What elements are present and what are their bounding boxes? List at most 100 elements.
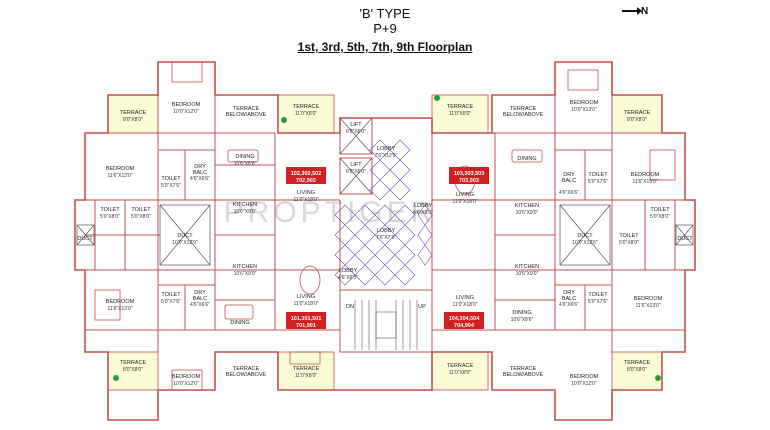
bl-dining-table (224, 304, 254, 320)
br-drybalc-dim: 4'6"X6'6" (559, 302, 579, 308)
lobby-top-dim: 7'6"X12'6" (375, 153, 398, 159)
north-arrow-icon (622, 7, 642, 16)
tr-living-label: LIVING (456, 192, 474, 198)
br-unit-tag (444, 312, 484, 329)
tr-terrace-dim: 11'0"X8'0" (449, 111, 472, 117)
lobby-floor-pattern (334, 139, 433, 286)
lobby-right-dim: 4'6"X9'3" (413, 210, 433, 216)
tl-living-label: LIVING (297, 190, 315, 196)
bl-drybalc-dim: 4'6"X6'6" (190, 302, 210, 308)
lift-2-label: LIFT (350, 162, 362, 168)
tr-kitchen-label: KITCHEN (515, 203, 539, 209)
tr-kitchen-dim: 10'6"X9'0" (516, 210, 539, 216)
bl-toilet-dim: 5'0"X7'6" (161, 299, 181, 305)
tr-drybalc-dim: 4'6"X6'6" (559, 190, 579, 196)
lobby-right-label: LOBBY (414, 203, 433, 209)
tr-toilet-dim: 5'0"X7'6" (588, 179, 608, 185)
tr-terrace-2-label: TERRACE (624, 110, 651, 116)
tr-dining-label: DINING (517, 156, 536, 162)
bl-bedroom-side-label: BEDROOM (106, 299, 135, 305)
l-toilet-1-label: TOILET (100, 207, 120, 213)
bl-bedroom-bottom-label: BEDROOM (172, 374, 201, 380)
tl-kitchen-dim: 10'6"X9'0" (234, 209, 257, 215)
br-terrace-label: TERRACE (447, 363, 474, 369)
tl-terrace-2-dim: 11'0"X8'0" (295, 111, 318, 117)
tl-bedroom-side-dim: 11'6"X13'0" (107, 173, 132, 179)
tr-duct-label: DUCT (577, 233, 593, 239)
br-living-label: LIVING (456, 295, 474, 301)
bl-bed (94, 289, 121, 321)
lobby-top-label: LOBBY (377, 146, 396, 152)
stair-steps (354, 300, 418, 350)
floor-count: P+9 (373, 21, 397, 36)
bl-terrace-2 (277, 351, 335, 391)
bl-terrace-label: TERRACE (120, 360, 147, 366)
br-toilet-dim: 5'0"X7'6" (588, 299, 608, 305)
stair-down-label: DN (346, 304, 354, 310)
bl-living-dim: 11'0"X18'0" (293, 301, 318, 307)
r-toilet-1-dim: 5'0"X8'0" (619, 240, 639, 246)
br-dining-dim: 10'6"X8'6" (511, 317, 534, 323)
tr-bedroom-top-label: BEDROOM (570, 100, 599, 106)
bl-bedroom-bottom-dim: 10'0"X12'0" (173, 381, 199, 387)
br-kitchen-label: KITCHEN (515, 264, 539, 270)
plant-icon (281, 117, 287, 123)
bl-kitchen-label: KITCHEN (233, 264, 257, 270)
tl-dining-dim: 10'6"X8'6" (234, 161, 257, 167)
tr-side-bed (649, 149, 676, 181)
tr-duct-dim: 10'0"X12'6" (572, 240, 598, 246)
bl-unit-tag (286, 312, 326, 329)
bl-living-label: LIVING (297, 294, 315, 300)
tl-bedroom-side-label: BEDROOM (106, 166, 135, 172)
tl-kitchen-label: KITCHEN (233, 202, 257, 208)
bl-kitchen-dim: 10'6"X9'0" (234, 271, 257, 277)
lift-2-shaft (339, 157, 373, 195)
bl-living-sofa (299, 265, 321, 295)
tl-terrace-dim: 8'0"X8'0" (123, 117, 143, 123)
north-label: N (641, 6, 649, 17)
plant-icon (113, 375, 119, 381)
tl-unit-line-2: 702,902 (296, 178, 316, 184)
tr-dining-table (511, 149, 543, 163)
lobby-bottom-label: LOBBY (339, 268, 358, 274)
plan-type-title: 'B' TYPE (359, 6, 411, 21)
br-terrace-2-dim: 8'0"X8'0" (627, 367, 647, 373)
tl-duct-label: DUCT (177, 233, 193, 239)
north-indicator: N (622, 6, 648, 17)
staircase (339, 289, 433, 353)
tl-bedroom-top-label: BEDROOM (172, 102, 201, 108)
r-duct-label: DUCT (677, 236, 693, 242)
lobby-bottom-dim: 4'6"X9'3" (338, 275, 358, 281)
bl-unit-line-2: 701,901 (296, 323, 316, 329)
l-toilet-2-label: TOILET (131, 207, 151, 213)
floorplan-title: 1st, 3rd, 5th, 7th, 9th Floorplan (297, 40, 473, 54)
br-living-dim: 11'0"X18'0" (452, 302, 477, 308)
lobby-mid-dim: 7'6"X7'3" (376, 235, 396, 241)
tl-bed (171, 61, 203, 83)
lobby-mid-label: LOBBY (377, 228, 396, 234)
br-dining-label: DINING (512, 310, 531, 316)
tr-bed (567, 69, 599, 91)
outer-wall (74, 61, 696, 421)
ducts (76, 117, 694, 266)
br-bedroom-bottom-dim: 10'0"X12'0" (571, 381, 597, 387)
r-toilet-2-dim: 5'0"X8'0" (650, 214, 670, 220)
tl-toilet-label: TOILET (161, 176, 181, 182)
br-bedroom-bottom-label: BEDROOM (570, 374, 599, 380)
bl-terrace-seat (289, 351, 321, 365)
r-toilet-1-label: TOILET (619, 233, 639, 239)
bl-toilet-label: TOILET (161, 292, 181, 298)
tl-toilet-dim: 5'0"X7'6" (161, 183, 181, 189)
l-toilet-1-dim: 5'0"X8'0" (100, 214, 120, 220)
room-labels: BEDROOM 10'0"X12'0" TERRACE 8'0"X8'0" TE… (77, 100, 693, 387)
br-toilet-label: TOILET (588, 292, 608, 298)
bl-terrace-2-dim: 11'0"X8'0" (295, 373, 318, 379)
lift-1-shaft (339, 117, 373, 155)
br-unit-line-1: 104,304,504 (449, 316, 481, 322)
